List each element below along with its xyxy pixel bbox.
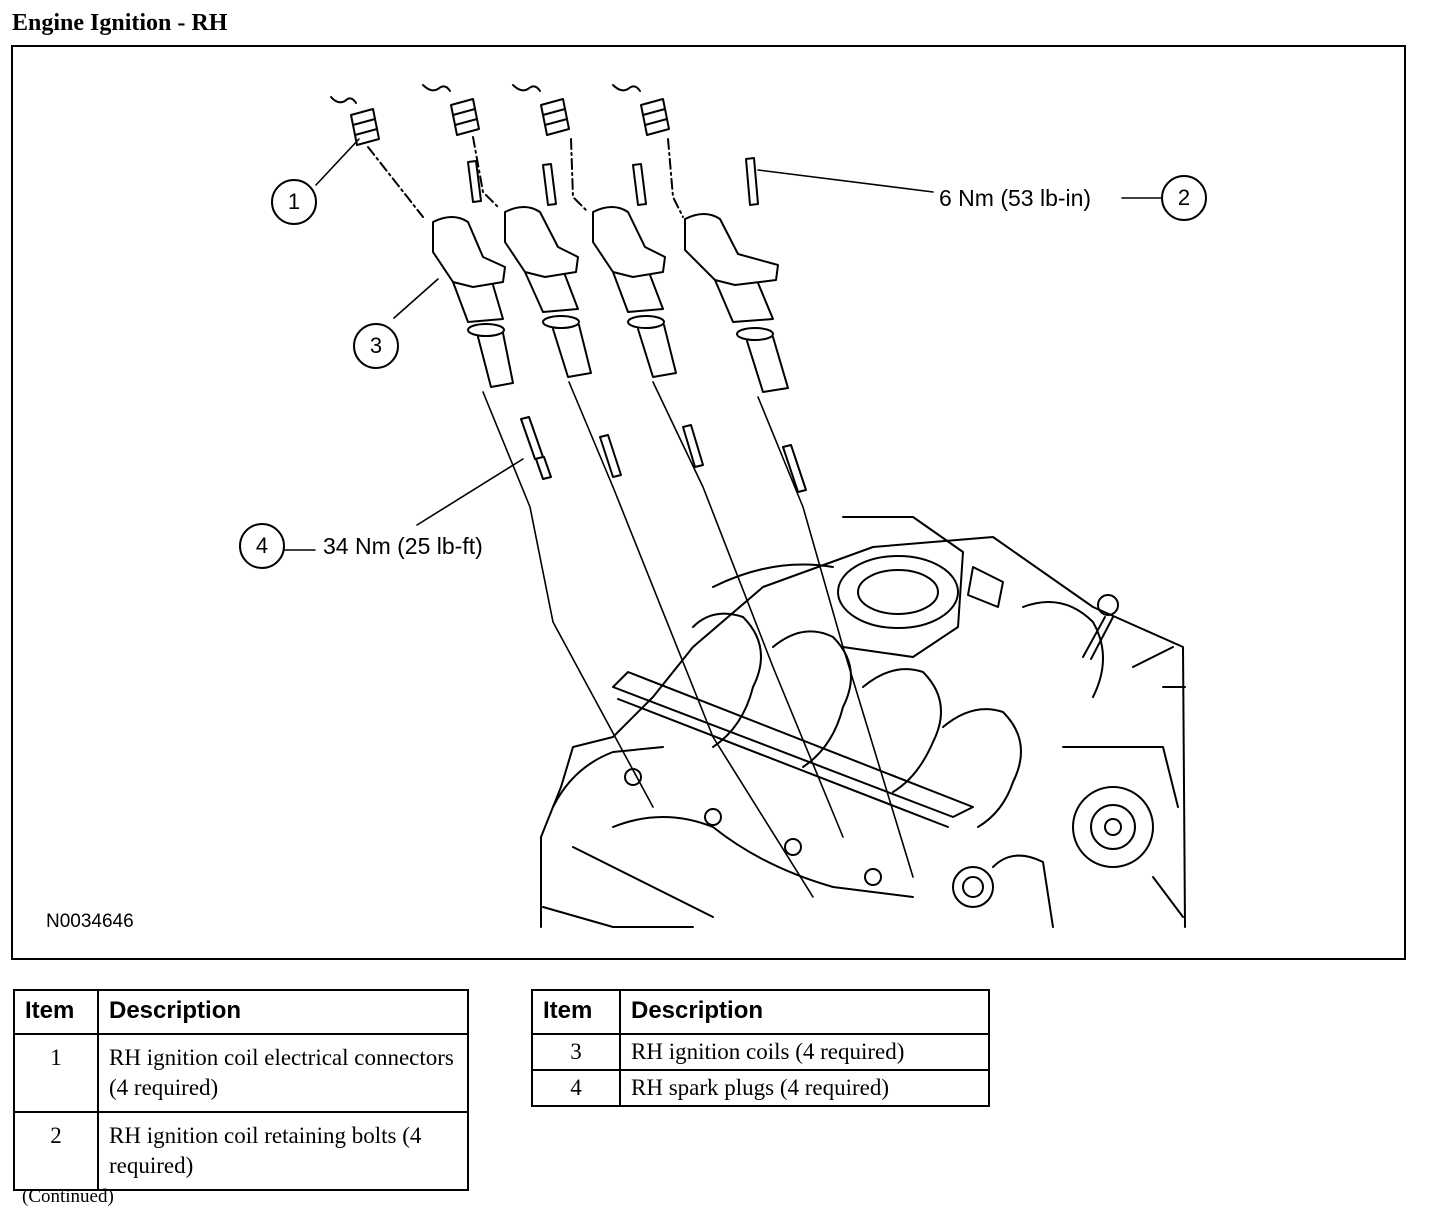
callout-3: 3	[353, 323, 399, 369]
leader-line-1	[315, 138, 360, 186]
item-header: Item	[531, 989, 621, 1035]
bolt-torque-label: 6 Nm (53 lb-in)	[939, 185, 1092, 211]
item-number: 2	[13, 1111, 99, 1191]
table-row: 2 RH ignition coil retaining bolts (4 re…	[13, 1111, 469, 1191]
description-header: Description	[619, 989, 990, 1035]
coil-group-3	[512, 84, 844, 838]
exploded-view-figure: 1 2 3 4 6 Nm (53 lb-in) 34 Nm (25 lb-ft)…	[11, 45, 1406, 960]
legend-table-1: Item Description 1 RH ignition coil elec…	[13, 989, 469, 1191]
figure-id: N0034646	[46, 911, 134, 932]
callout-1: 1	[271, 179, 317, 225]
coil-group-4	[612, 84, 914, 878]
coil-group-1	[330, 96, 654, 808]
item-header: Item	[13, 989, 99, 1035]
item-number: 3	[531, 1033, 621, 1071]
leader-line-2	[757, 169, 934, 193]
legend-header-row: Item Description	[13, 989, 469, 1035]
item-description: RH spark plugs (4 required)	[619, 1069, 990, 1107]
callout-4: 4	[239, 523, 285, 569]
table-row: 1 RH ignition coil electrical connectors…	[13, 1033, 469, 1113]
coil-group-2	[422, 84, 814, 898]
callout-2: 2	[1161, 175, 1207, 221]
description-header: Description	[97, 989, 469, 1035]
leader-line-4b	[416, 458, 524, 526]
item-description: RH ignition coil retaining bolts (4 requ…	[97, 1111, 469, 1191]
leader-line-3	[393, 278, 439, 319]
engine-ignition-illustration	[284, 84, 1186, 928]
table-row: 4 RH spark plugs (4 required)	[531, 1069, 990, 1107]
item-description: RH ignition coils (4 required)	[619, 1033, 990, 1071]
page-title: Engine Ignition - RH	[12, 10, 228, 36]
engine-assembly-drawing	[540, 516, 1186, 928]
table-row: 3 RH ignition coils (4 required)	[531, 1033, 990, 1071]
legend-header-row: Item Description	[531, 989, 990, 1035]
spark-plug-torque-label: 34 Nm (25 lb-ft)	[323, 533, 483, 559]
item-number: 1	[13, 1033, 99, 1113]
legend-table-2: Item Description 3 RH ignition coils (4 …	[531, 989, 990, 1107]
continued-note: (Continued)	[22, 1186, 114, 1207]
item-number: 4	[531, 1069, 621, 1107]
item-description: RH ignition coil electrical connectors (…	[97, 1033, 469, 1113]
